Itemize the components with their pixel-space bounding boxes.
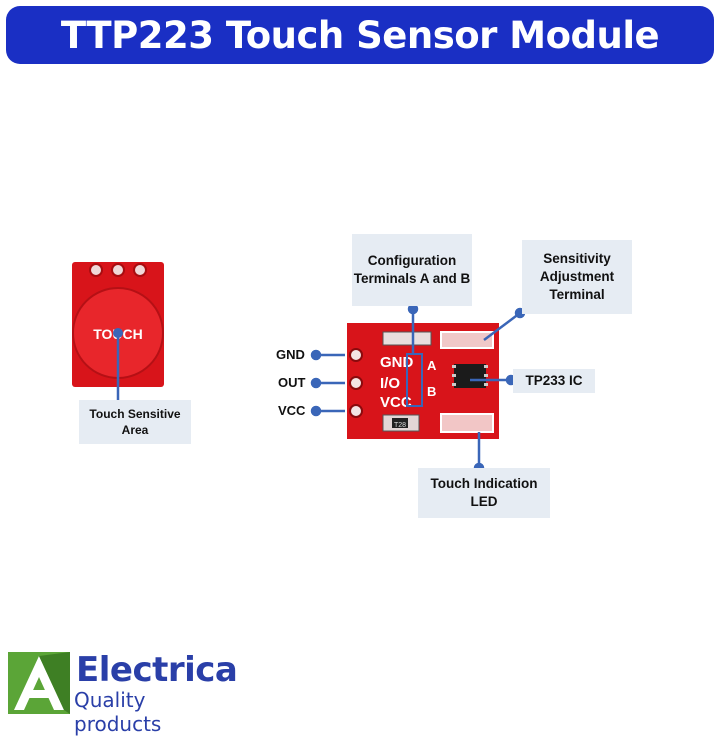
brand-tagline: Quality products	[74, 688, 162, 736]
config-terminals	[406, 353, 423, 407]
silk-a: A	[427, 358, 437, 373]
silk-b: B	[427, 384, 436, 399]
pin-label-out: OUT	[278, 375, 306, 390]
label-config-terminals: Configuration Terminals A and B	[352, 234, 472, 306]
silk-gnd: GND	[380, 354, 414, 371]
chip-marking: T28	[394, 422, 406, 429]
ic-chip	[454, 364, 486, 388]
small-touch-module: TOUCH	[72, 262, 164, 402]
page-title: TTP223 Touch Sensor Module	[60, 13, 660, 57]
pin-label-vcc: VCC	[278, 403, 306, 418]
main-board: GND I/O VCC A B T28	[347, 323, 499, 439]
label-sensitivity: Sensitivity Adjustment Terminal	[522, 240, 632, 314]
brand-name: Electrica	[76, 650, 238, 690]
label-led: Touch Indication LED	[418, 468, 550, 518]
led	[440, 413, 494, 433]
silk-io: I/O	[380, 375, 400, 392]
brand-logo: Electrica Quality products	[8, 650, 238, 736]
module-illustration: TOUCH GND I/O VCC A B T28	[8, 262, 526, 714]
label-ic: TP233 IC	[513, 369, 595, 393]
pin-label-gnd: GND	[276, 347, 305, 362]
title-banner: TTP223 Touch Sensor Module	[6, 6, 714, 64]
logo-mark	[8, 652, 70, 714]
silk-vcc: VCC	[380, 394, 412, 411]
label-touch-area: Touch Sensitive Area	[79, 400, 191, 444]
